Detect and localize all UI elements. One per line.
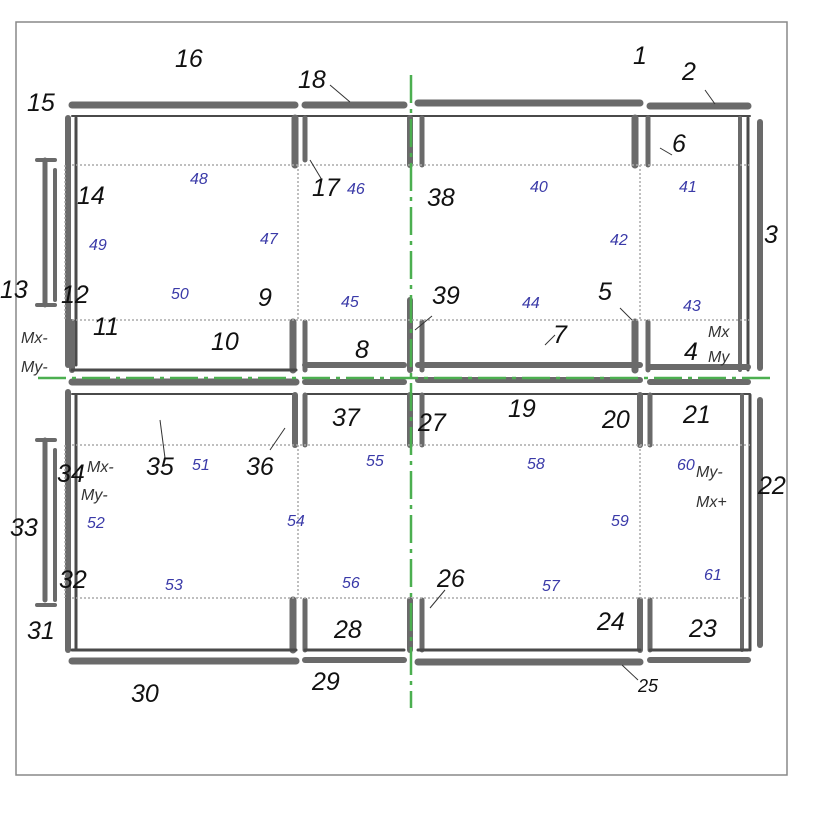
label-23: 23: [688, 615, 717, 643]
label-59: 59: [611, 513, 629, 530]
label-9: 9: [258, 284, 272, 312]
label-40: 40: [530, 179, 548, 196]
moment-label-my-right: My: [708, 349, 730, 366]
label-58: 58: [527, 456, 545, 473]
label-31: 31: [27, 617, 55, 645]
moment-label-my-minus-bottom: My-: [81, 487, 108, 504]
label-38: 38: [427, 184, 455, 212]
label-52: 52: [87, 515, 105, 532]
moment-label-my-minus-top: My-: [21, 359, 48, 376]
label-49: 49: [89, 237, 107, 254]
moment-label-mx-right: Mx: [708, 324, 730, 341]
moment-label-my-minus-right: My-: [696, 464, 723, 481]
label-11: 11: [93, 313, 119, 341]
label-15: 15: [27, 89, 55, 117]
label-8: 8: [355, 336, 369, 364]
bottom-beams: [35, 389, 763, 666]
moment-label-mx-plus-right: Mx+: [696, 494, 727, 511]
label-26: 26: [436, 565, 465, 593]
label-39: 39: [432, 282, 460, 310]
label-57: 57: [542, 578, 561, 595]
label-46: 46: [347, 181, 365, 198]
label-2: 2: [681, 58, 696, 86]
label-20: 20: [601, 406, 630, 434]
label-4: 4: [684, 338, 698, 366]
label-32: 32: [59, 566, 87, 594]
label-17: 17: [312, 174, 341, 202]
label-33: 33: [10, 514, 38, 542]
label-29: 29: [311, 668, 340, 696]
label-28: 28: [333, 616, 362, 644]
bottom-dotted-lines: [64, 444, 750, 599]
moment-label-mx-minus-top: Mx-: [21, 330, 48, 347]
label-22: 22: [757, 472, 786, 500]
label-61: 61: [704, 567, 722, 584]
moment-labels: Mx- My- Mx My Mx- My- My- Mx+: [21, 324, 730, 511]
label-21: 21: [682, 401, 711, 429]
label-16: 16: [175, 45, 203, 73]
label-34: 34: [57, 460, 85, 488]
label-19: 19: [508, 395, 536, 423]
label-60: 60: [677, 457, 695, 474]
label-1: 1: [633, 42, 647, 70]
label-56: 56: [342, 575, 360, 592]
label-30: 30: [131, 680, 159, 708]
top-dotted-lines: [64, 164, 750, 321]
leader-lines: [159, 84, 716, 681]
black-labels: 1 2 3 4 5 6 7 8 9 10 11 12 13 14 15 16 1…: [0, 42, 786, 708]
label-47: 47: [260, 231, 279, 248]
label-7: 7: [553, 321, 568, 349]
label-48: 48: [190, 171, 208, 188]
top-beams: [35, 99, 763, 386]
label-13: 13: [0, 276, 28, 304]
label-25: 25: [637, 676, 659, 696]
label-53: 53: [165, 577, 183, 594]
label-50: 50: [171, 286, 189, 303]
label-42: 42: [610, 232, 628, 249]
label-54: 54: [287, 513, 305, 530]
moment-label-mx-minus-bottom: Mx-: [87, 459, 114, 476]
label-18: 18: [298, 66, 326, 94]
label-10: 10: [211, 328, 239, 356]
label-45: 45: [341, 294, 359, 311]
label-37: 37: [332, 404, 361, 432]
label-24: 24: [596, 608, 625, 636]
label-6: 6: [672, 130, 686, 158]
label-36: 36: [246, 453, 274, 481]
label-41: 41: [679, 179, 697, 196]
label-27: 27: [417, 409, 447, 437]
blue-labels: 40 41 42 43 44 45 46 47 48 49 50 51 52 5…: [87, 171, 722, 595]
label-35: 35: [146, 453, 174, 481]
label-51: 51: [192, 457, 210, 474]
label-3: 3: [764, 221, 778, 249]
label-12: 12: [61, 281, 89, 309]
outer-frame: [15, 21, 788, 776]
label-5: 5: [598, 278, 612, 306]
label-44: 44: [522, 295, 540, 312]
label-14: 14: [77, 182, 105, 210]
label-55: 55: [366, 453, 384, 470]
label-43: 43: [683, 298, 701, 315]
